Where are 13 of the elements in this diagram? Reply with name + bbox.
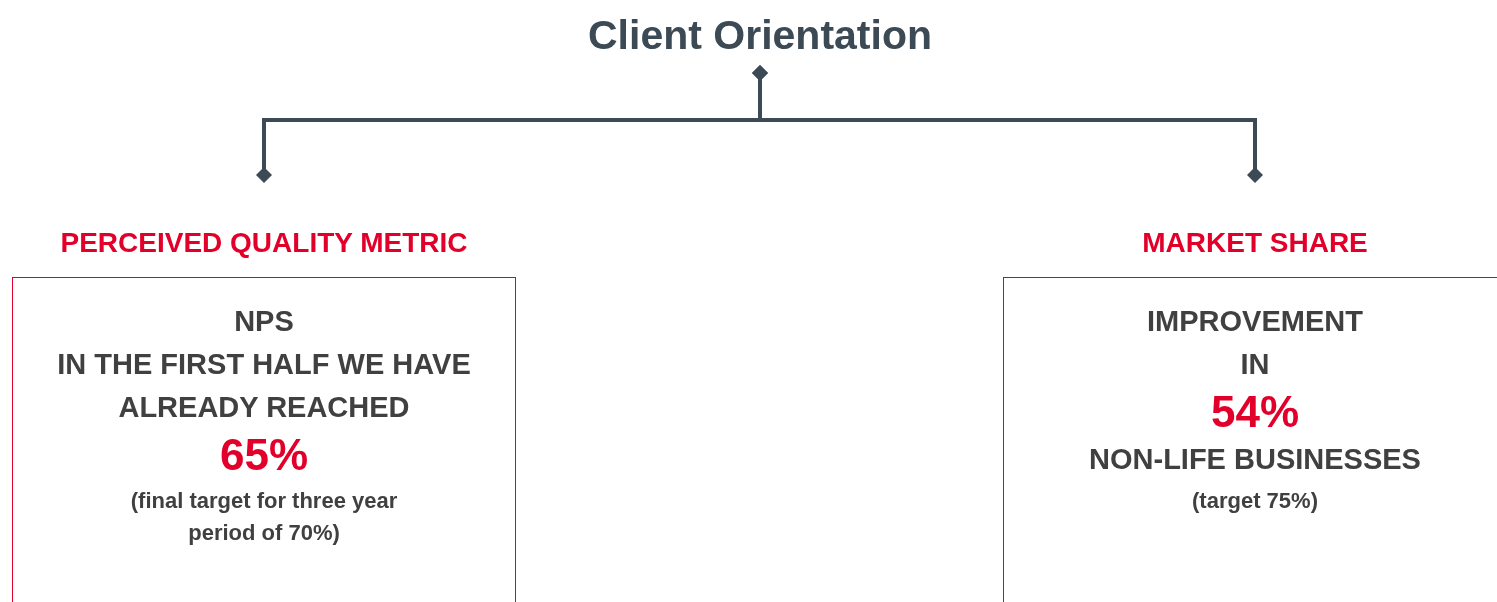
target-note: (target 75%)	[1192, 487, 1318, 515]
target-note: (final target for three year period of 70%)	[129, 487, 399, 547]
panel-text: IMPROVEMENT	[1147, 304, 1363, 339]
panel-text: NON-LIFE BUSINESSES	[1089, 442, 1421, 477]
panel-text: IN	[1240, 347, 1270, 382]
section-heading: MARKET SHARE	[1142, 226, 1368, 260]
section-heading: PERCEIVED QUALITY METRIC	[60, 226, 468, 260]
percentage-value: 65%	[219, 429, 309, 481]
panel-text: IN THE FIRST HALF WE HAVE ALREADY REACHED	[56, 347, 472, 425]
percentage-value: 54%	[1210, 386, 1300, 438]
panel-text: NPS	[234, 304, 294, 339]
root-label: Client Orientation	[588, 12, 932, 59]
connector-line	[752, 65, 1263, 183]
